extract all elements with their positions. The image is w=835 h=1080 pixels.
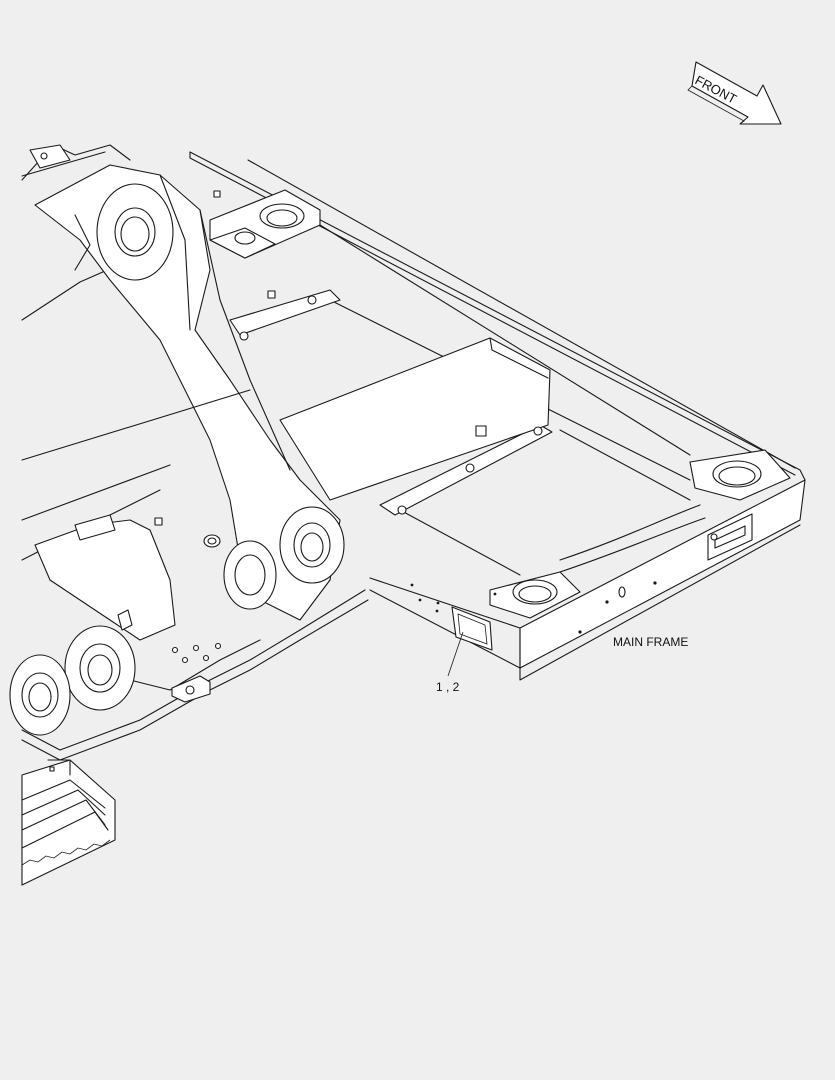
main-frame	[189, 151, 806, 681]
boom-assembly	[9, 144, 369, 761]
callout-leader-line	[447, 631, 464, 677]
step-ladder	[21, 759, 116, 886]
main-frame-label: MAIN FRAME	[613, 635, 689, 649]
part-callout-number: 1 , 2	[436, 680, 460, 694]
front-arrow-icon: FRONT	[687, 61, 782, 125]
